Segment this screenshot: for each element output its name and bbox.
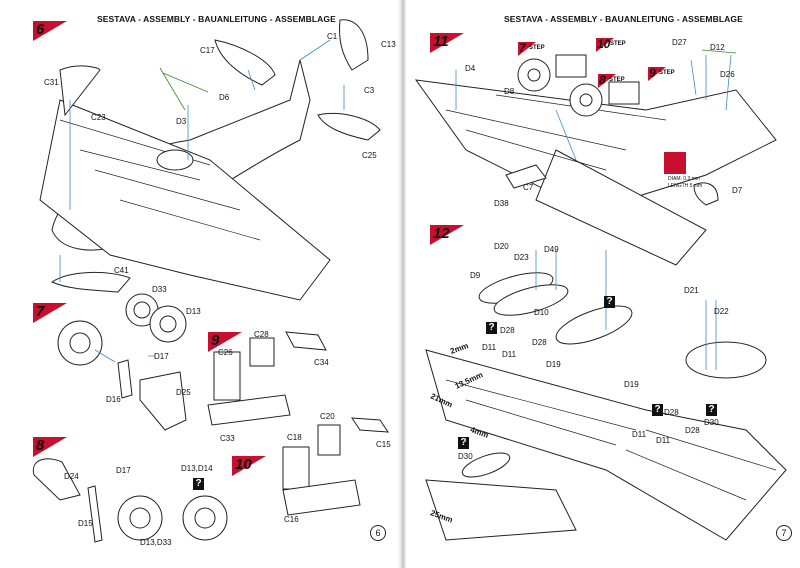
question-icon: ?: [193, 478, 204, 490]
part-label: C23: [91, 113, 106, 122]
part-label: D11: [656, 436, 671, 445]
part-label: C1: [327, 32, 338, 41]
part-label: C25: [362, 151, 377, 160]
page-6: SESTAVA - ASSEMBLY - BAUANLEITUNG - ASSE…: [32, 14, 396, 547]
part-label: D26: [720, 70, 735, 79]
step-12-marker: 12: [430, 225, 464, 245]
part-label: C34: [314, 358, 329, 367]
part-label: C3: [364, 86, 375, 95]
part-label: C26: [218, 348, 233, 357]
part-label: D27: [672, 38, 687, 47]
page-number: 7: [776, 525, 792, 541]
part-label: C28: [254, 330, 269, 339]
left-page-drawings: [32, 19, 389, 543]
page-header: SESTAVA - ASSEMBLY - BAUANLEITUNG - ASSE…: [97, 14, 336, 24]
part-label: D28: [685, 426, 700, 435]
part-label: C33: [220, 434, 235, 443]
part-label: D38: [494, 199, 509, 208]
part-label: D17: [154, 352, 169, 361]
part-label: D49: [544, 245, 559, 254]
part-label: D8: [504, 87, 515, 96]
part-label: D13,D14: [181, 464, 213, 473]
part-label: D11: [502, 350, 517, 359]
part-label: C31: [44, 78, 59, 87]
part-label: D28: [532, 338, 547, 347]
part-label: D25: [176, 388, 191, 397]
part-label: D13,D33: [140, 538, 172, 547]
part-label: C20: [320, 412, 335, 421]
step8-wheel-drawing: [32, 458, 228, 543]
part-label: D6: [219, 93, 230, 102]
part-label: D10: [534, 308, 549, 317]
part-label: C18: [287, 433, 302, 442]
part-label: D7: [732, 186, 743, 195]
part-label: C16: [284, 515, 299, 524]
question-icon: ?: [652, 404, 663, 416]
step6-fuselage-drawing: [39, 19, 381, 301]
step-9-marker: 9: [208, 332, 242, 352]
page-gutter: [398, 0, 408, 568]
part-label: D9: [470, 271, 481, 280]
part-label: D4: [465, 64, 476, 73]
question-icon: ?: [458, 437, 469, 449]
part-label: C7: [523, 183, 534, 192]
step-11-marker: 11: [430, 33, 464, 53]
part-label: D3: [176, 117, 187, 126]
step10-radiator-drawing: [282, 417, 389, 516]
step-8-marker: 8: [33, 437, 67, 457]
part-label: D23: [514, 253, 529, 262]
part-label: D15: [78, 519, 93, 528]
part-label: D13: [186, 307, 201, 316]
page-header: SESTAVA - ASSEMBLY - BAUANLEITUNG - ASSE…: [504, 14, 743, 24]
step-10-marker: 10: [232, 456, 266, 476]
step7-wheel-drawing: [57, 293, 187, 431]
drill-note: DIAM. 0.3 mm LENGTH 5 mm: [668, 176, 703, 189]
part-label: D28: [500, 326, 515, 335]
part-label: D11: [632, 430, 647, 439]
question-icon: ?: [706, 404, 717, 416]
question-icon: ?: [486, 322, 497, 334]
part-label: D33: [152, 285, 167, 294]
page-7: SESTAVA - ASSEMBLY - BAUANLEITUNG - ASSE…: [406, 0, 800, 568]
part-label: D12: [710, 43, 725, 52]
step11-fuselage-drawing: [414, 54, 777, 266]
part-label: D20: [494, 242, 509, 251]
part-label: C41: [114, 266, 129, 275]
question-icon: ?: [604, 296, 615, 308]
part-label: D22: [714, 307, 729, 316]
part-label: C13: [381, 40, 396, 49]
part-label: D30: [704, 418, 719, 427]
part-label: D19: [624, 380, 639, 389]
step-6-marker: 6: [33, 21, 67, 41]
part-label: C15: [376, 440, 391, 449]
part-label: D30: [458, 452, 473, 461]
part-label: C17: [200, 46, 215, 55]
step9-radiator-drawing: [207, 331, 327, 426]
right-page-drawings: [414, 49, 787, 541]
part-label: D28: [664, 408, 679, 417]
page-number: 6: [370, 525, 386, 541]
part-label: D21: [684, 286, 699, 295]
part-label: D16: [106, 395, 121, 404]
part-label: D24: [64, 472, 79, 481]
drill-icon: [664, 152, 686, 174]
part-label: D11: [482, 343, 497, 352]
step-7-marker: 7: [33, 303, 67, 323]
part-label: D19: [546, 360, 561, 369]
part-label: D17: [116, 466, 131, 475]
